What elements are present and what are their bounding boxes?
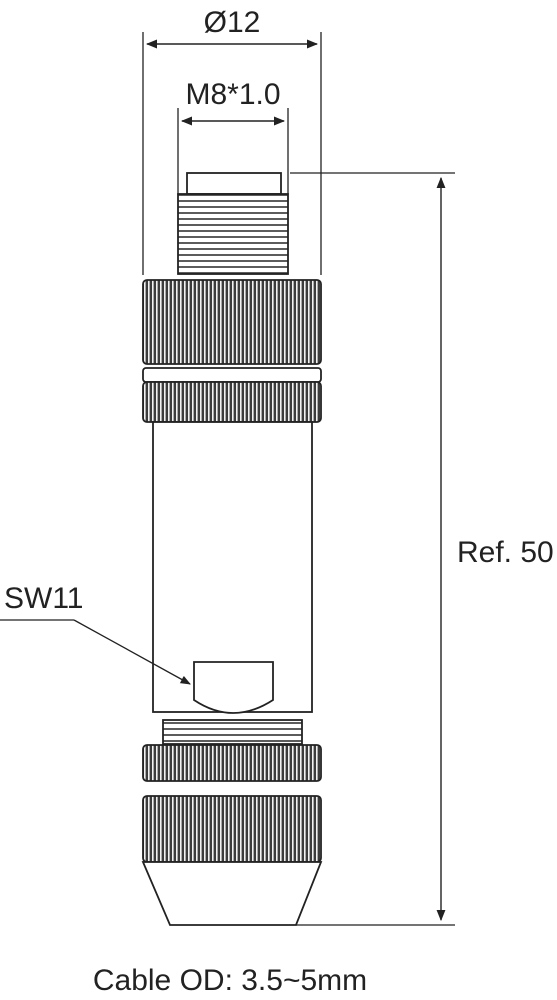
cable-od-caption: Cable OD: 3.5~5mm xyxy=(93,964,367,997)
thread-dimension: M8*1.0 xyxy=(177,78,289,195)
hex-flat xyxy=(193,661,274,714)
cable-cone xyxy=(141,861,323,926)
length-dimension: Ref. 50 xyxy=(290,172,554,926)
diameter-label: Ø12 xyxy=(204,6,261,39)
clamp-nut xyxy=(142,795,322,863)
upper-knurl-ring xyxy=(142,381,322,423)
spacer-ring xyxy=(142,367,322,383)
diameter-dimension: Ø12 xyxy=(142,6,322,275)
length-label: Ref. 50 xyxy=(457,536,554,569)
wrench-callout: SW11 xyxy=(0,582,191,685)
lower-knurl-ring xyxy=(142,744,322,782)
coupling-nut xyxy=(142,279,322,365)
pin-tip xyxy=(186,172,282,195)
neck-thread xyxy=(162,719,303,745)
connector-body xyxy=(141,172,323,926)
thread-label: M8*1.0 xyxy=(185,78,280,111)
wrench-label: SW11 xyxy=(4,582,83,615)
male-thread xyxy=(177,193,289,275)
